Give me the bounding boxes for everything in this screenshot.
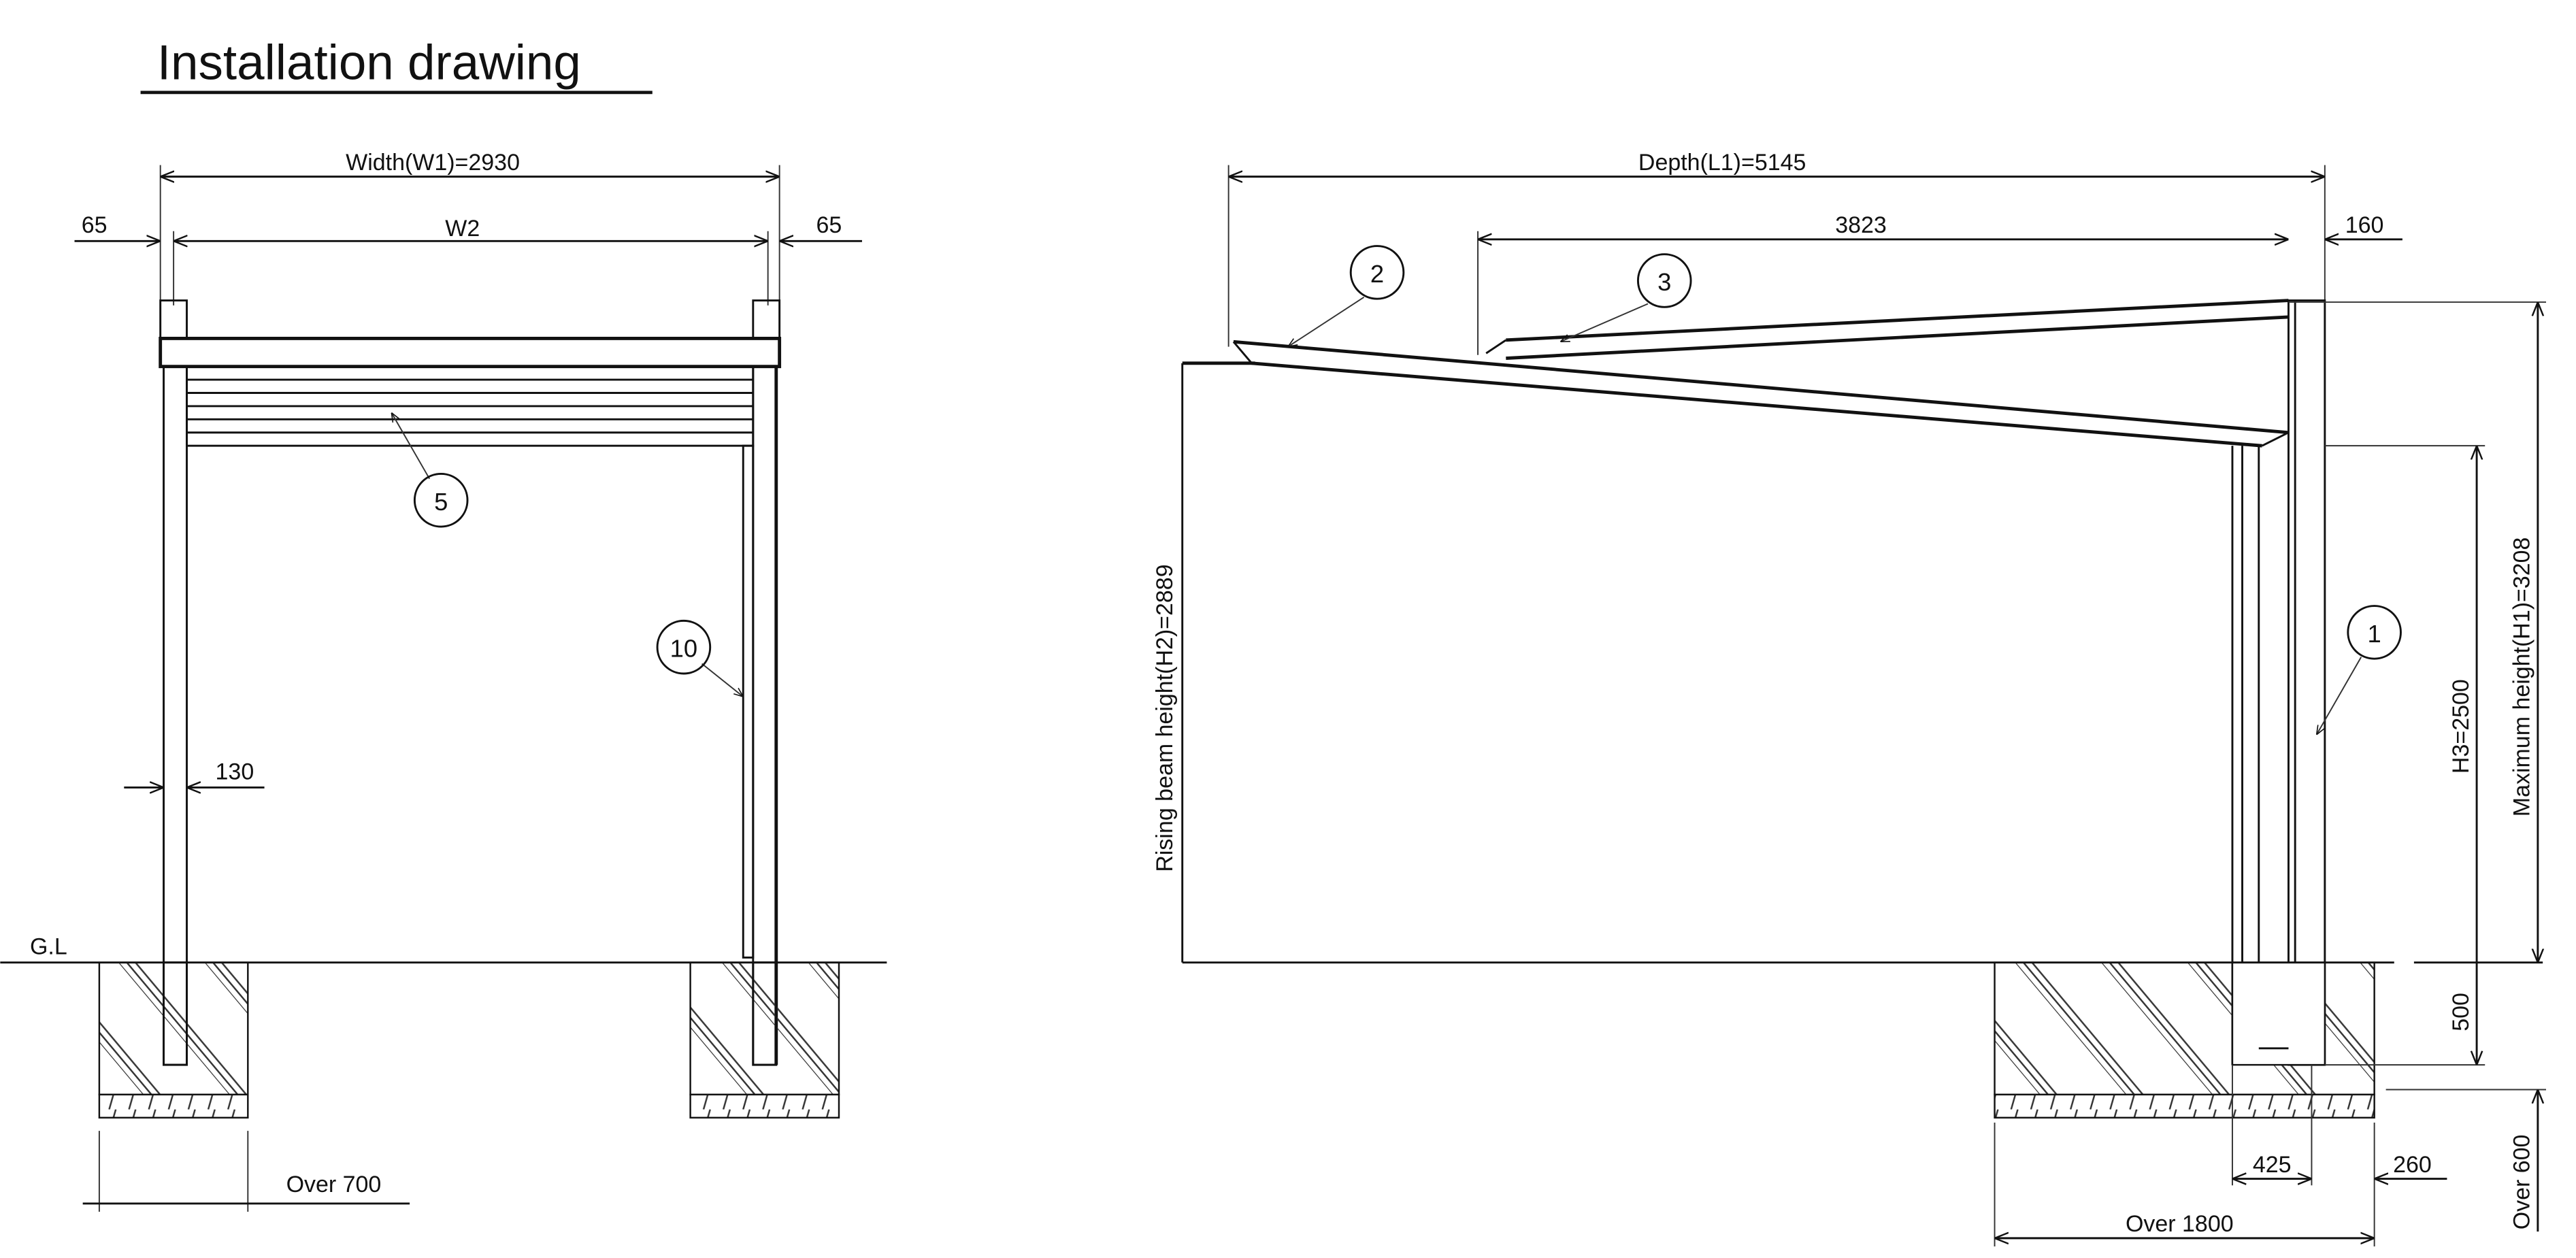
callout-number: 1	[2368, 620, 2381, 648]
beam-length-label: 3823	[1835, 212, 1887, 238]
callout-3: 3	[1560, 253, 1692, 343]
foundation-depth-label: Over 600	[2509, 1135, 2535, 1230]
drawing-title: Installation drawing	[140, 35, 653, 95]
left-post	[163, 365, 188, 1066]
right-post	[752, 365, 778, 1066]
embed-depth-label: 500	[2448, 993, 2474, 1031]
side-foundation	[1994, 961, 2375, 1119]
callout-number: 2	[1370, 260, 1384, 288]
callout-2: 2	[1288, 245, 1405, 347]
front-beam	[159, 337, 782, 369]
post-cap	[159, 299, 188, 340]
front-view: Width(W1)=2930 65 W2 65 5	[0, 150, 887, 1212]
depth-label: Depth(L1)=5145	[1638, 150, 1806, 176]
max-height-label: Maximum height(H1)=3208	[2509, 537, 2535, 817]
callout-10: 10	[656, 619, 743, 697]
inner-width-label: W2	[445, 216, 480, 242]
h3-label: H3=2500	[2448, 679, 2474, 774]
post-offset-b-label: 260	[2393, 1152, 2432, 1178]
left-offset-label: 65	[82, 212, 108, 238]
right-offset-label: 65	[816, 212, 842, 238]
ground-level-label: G.L	[30, 934, 67, 960]
post-cap	[752, 299, 781, 340]
rising-beam	[1232, 340, 2290, 448]
rising-beam-height-label: Rising beam height(H2)=2889	[1152, 564, 1178, 872]
main-post	[2288, 299, 2326, 1066]
overhang-label: 160	[2345, 212, 2384, 238]
foundation-length-label: Over 1800	[2126, 1211, 2234, 1237]
callout-number: 3	[1657, 268, 1671, 296]
right-foundation	[689, 961, 840, 1119]
width-label: Width(W1)=2930	[346, 150, 520, 176]
upper-beam	[1485, 299, 2289, 360]
foundation-width-label: Over 700	[286, 1172, 382, 1197]
callout-1: 1	[2317, 605, 2402, 735]
callout-number: 10	[670, 635, 697, 663]
callout-5: 5	[391, 413, 469, 528]
post-offset-a-label: 425	[2253, 1152, 2292, 1178]
title-text: Installation drawing	[157, 35, 581, 90]
left-foundation	[98, 961, 249, 1119]
roof-panel-ribs	[186, 365, 755, 447]
post-embed	[163, 961, 188, 1066]
side-panel	[742, 444, 755, 959]
post-width-label: 130	[216, 759, 254, 784]
side-view: Depth(L1)=5145 3823 160	[1152, 150, 2546, 1247]
callout-number: 5	[434, 488, 448, 516]
post-embed	[752, 961, 778, 1066]
